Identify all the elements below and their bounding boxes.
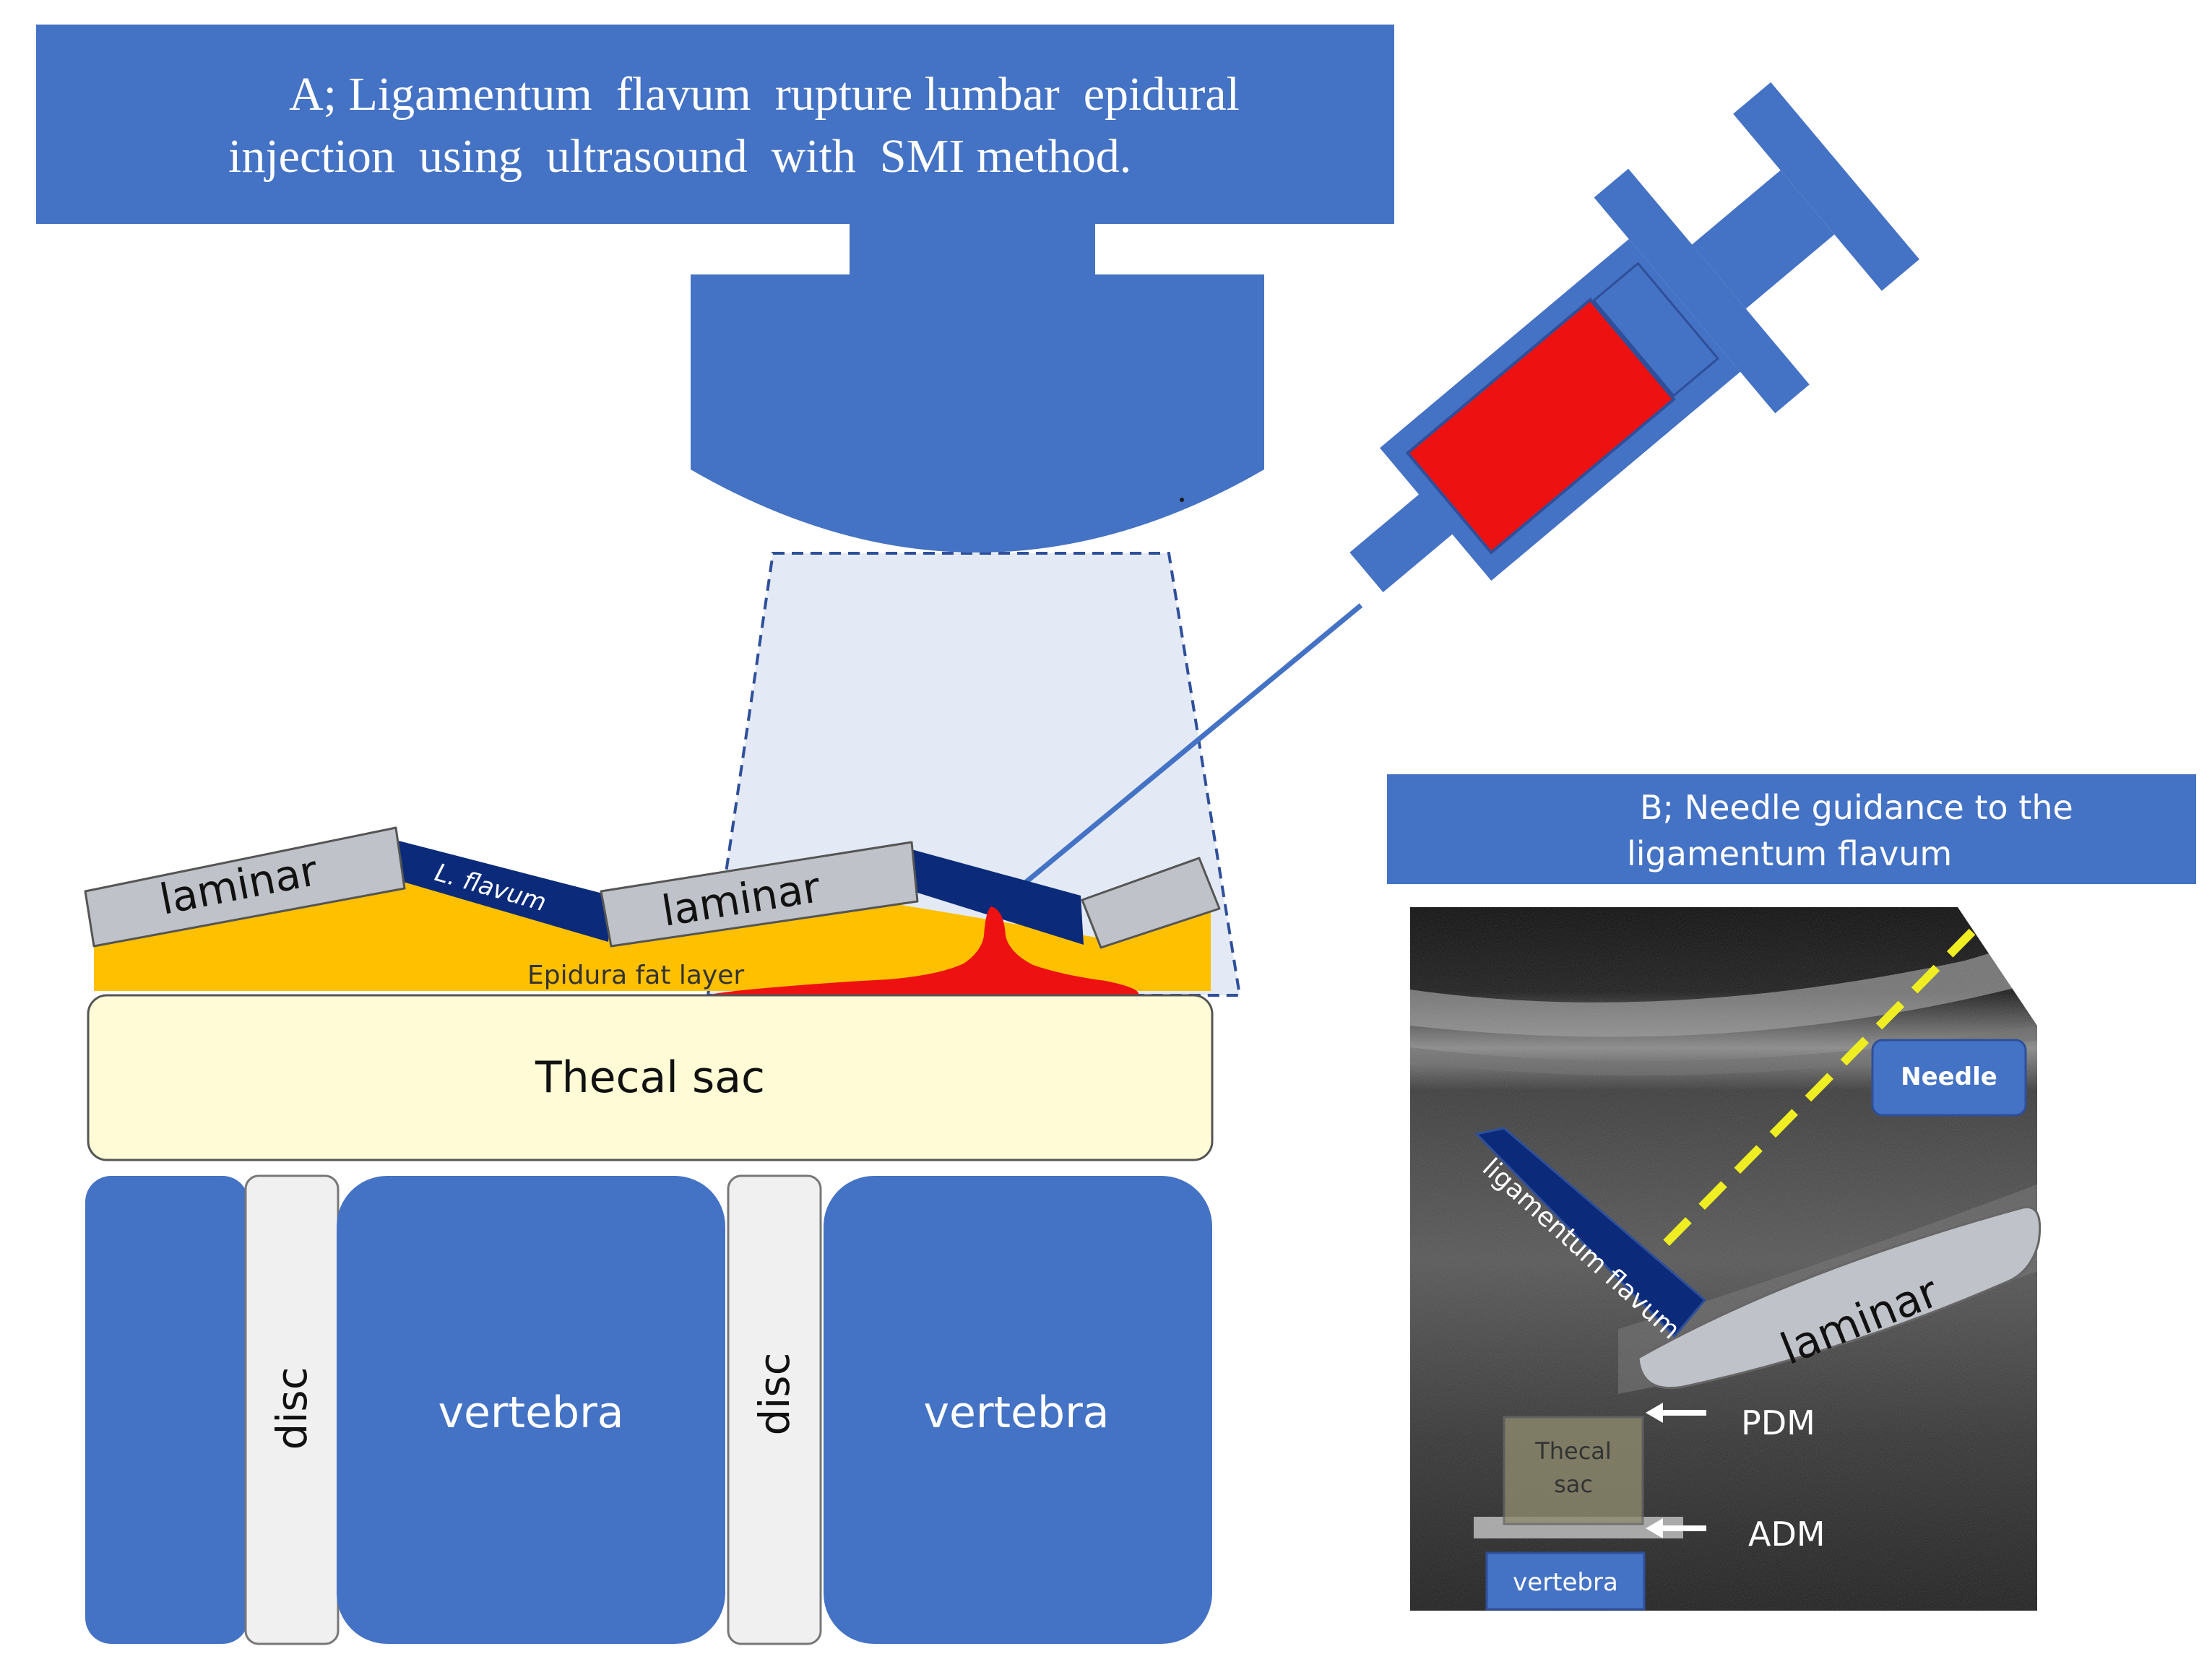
syringe-thumb-rest — [1733, 82, 1919, 291]
disc-2 — [727, 1174, 822, 1645]
laminar-left — [84, 826, 406, 948]
vertebra-1-label: vertebra — [438, 1387, 623, 1438]
disc-1-label: disc — [267, 1367, 316, 1450]
needle — [997, 603, 1363, 906]
syringe — [1349, 82, 1919, 593]
pdm-arrowhead — [1646, 1403, 1663, 1423]
ligamentum-flavum-right — [912, 849, 1084, 945]
vertebra-partial-left — [85, 1176, 249, 1644]
ligamentum-flavum-left — [387, 838, 611, 942]
ligamentum-flavum-us — [1474, 1127, 1707, 1338]
ultrasound-probe — [691, 274, 1264, 553]
panel-a-title-bar — [36, 25, 1394, 224]
thecal-sac-us-line2: sac — [1554, 1471, 1593, 1498]
vertebra-2 — [824, 1176, 1212, 1644]
laminar-mid — [600, 841, 919, 948]
vertebra-2-label: vertebra — [923, 1387, 1109, 1438]
syringe-fluid — [1405, 298, 1676, 555]
thecal-sac — [87, 994, 1214, 1161]
probe-neck — [850, 224, 1095, 277]
adm-arrowhead — [1646, 1518, 1663, 1538]
vertebra-1 — [337, 1176, 725, 1644]
vertebra-us-label: vertebra — [1513, 1568, 1618, 1597]
probe-dot — [1180, 498, 1184, 502]
thecal-sac-us — [1503, 1416, 1644, 1525]
needle-path — [1635, 928, 1976, 1275]
fat-layer-label: Epidura fat layer — [527, 961, 744, 990]
needle-label-box — [1871, 1039, 2027, 1117]
laminar-us — [1637, 1205, 2042, 1390]
panel-b-title-bar — [1387, 774, 2196, 884]
panel-b-title-line2: ligamentum flavum — [1627, 834, 1952, 873]
syringe-flange — [1594, 168, 1810, 414]
thecal-sac-us-line1: Thecal — [1534, 1437, 1612, 1465]
vertebra-us-box — [1485, 1551, 1646, 1611]
adm-label: ADM — [1748, 1515, 1826, 1554]
disc-2-label: disc — [750, 1352, 799, 1435]
laminar-right — [1081, 857, 1221, 949]
injectate-spread — [705, 906, 1139, 995]
panel-a-title-line2: injection using ultrasound with SMI meth… — [228, 130, 1131, 183]
needle-label: Needle — [1901, 1062, 1997, 1091]
panel-b-title-line1: B; Needle guidance to the — [1640, 788, 2073, 827]
pdm-label: PDM — [1741, 1403, 1815, 1442]
thecal-sac-label: Thecal sac — [535, 1052, 765, 1103]
syringe-plunger-rod — [1692, 170, 1835, 309]
panel-a-title-line1: A; Ligamentum flavum rupture lumbar epid… — [289, 68, 1240, 121]
syringe-tip — [1349, 492, 1456, 593]
syringe-plunger-stopper — [1592, 261, 1720, 397]
epidural-fat-layer — [94, 867, 1211, 991]
